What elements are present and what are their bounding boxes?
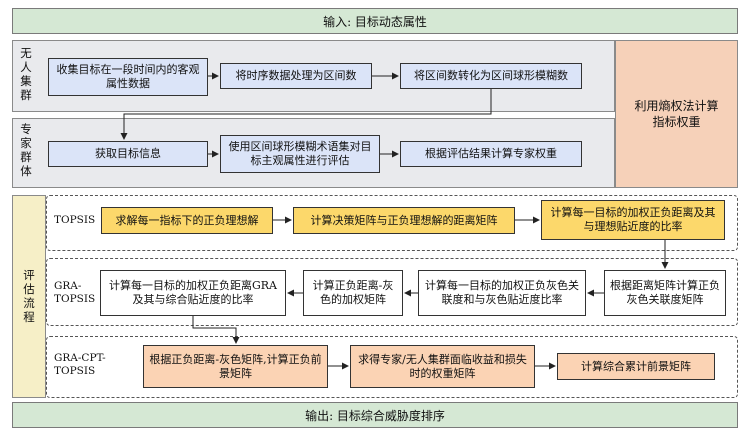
node-text: 计算每一目标的加权正负距离及其与理想贴近度的比率 (550, 206, 716, 233)
node-text: 根据正负距离-灰色矩阵,计算正负前景矩阵 (149, 352, 322, 380)
gra-cpt-topsis-label: GRA-CPT- TOPSIS (54, 352, 106, 378)
expert-label-char: 专 (20, 122, 32, 136)
label-line: GRA- (54, 280, 82, 292)
node-text: 使用区间球形模糊术语集对目标主观属性进行评估 (228, 140, 372, 167)
prospect-matrix-node: 根据正负距离-灰色矩阵,计算正负前景矩阵 (143, 345, 328, 388)
input-label: 输入: 目标动态属性 (323, 14, 427, 29)
composite-closeness-node: 计算每一目标的加权正负距离GRA及其与综合贴近度的比率 (100, 270, 286, 316)
ideal-solution-node: 求解每一指标下的正负理想解 (101, 207, 273, 234)
eval-process-label: 评 估 流 程 (20, 268, 38, 324)
arrow-gra-to-cpt (192, 316, 240, 344)
arrow-uav-to-expert (120, 89, 492, 140)
entropy-weight-box: 利用熵权法计算指标权重 (615, 40, 738, 188)
expert-label-char: 体 (20, 164, 32, 178)
subjective-assessment-node: 使用区间球形模糊术语集对目标主观属性进行评估 (220, 135, 380, 173)
node-text: 计算每一目标的加权正负距离GRA及其与综合贴近度的比率 (108, 279, 277, 306)
gain-loss-weight-node: 求得专家/无人集群面临收益和损失时的权重矩阵 (350, 345, 535, 388)
get-target-info-node: 获取目标信息 (48, 141, 208, 167)
node-text: 根据距离矩阵计算正负灰色关联度矩阵 (610, 279, 720, 306)
node-text: 求解每一指标下的正负理想解 (115, 213, 259, 227)
uav-label-char: 人 (20, 60, 32, 74)
grey-correlation-matrix-node: 根据距离矩阵计算正负灰色关联度矩阵 (604, 270, 726, 316)
uav-label-char: 集 (20, 74, 32, 88)
weighted-grey-ratio-node: 计算每一目标的加权正负灰色关联度和与灰色贴近度比率 (418, 270, 586, 316)
expert-weight-node: 根据评估结果计算专家权重 (400, 141, 582, 167)
input-band: 输入: 目标动态属性 (12, 8, 738, 34)
expert-label-char: 群 (20, 150, 32, 164)
uav-label-char: 群 (20, 88, 32, 102)
expert-group-label: 专 家 群 体 (17, 122, 35, 178)
node-text: 求得专家/无人集群面临收益和损失时的权重矩阵 (358, 352, 527, 380)
output-label: 输出: 目标综合威胁度排序 (305, 408, 445, 423)
node-text: 计算决策矩阵与正负理想解的距离矩阵 (310, 213, 498, 227)
eval-label-char: 流 (23, 296, 35, 310)
eval-label-char: 评 (23, 268, 35, 282)
node-text: 计算综合累计前景矩阵 (581, 359, 691, 373)
node-text: 将区间数转化为区间球形模糊数 (414, 69, 568, 82)
node-text: 获取目标信息 (95, 147, 161, 160)
uav-label-char: 无 (20, 46, 32, 60)
entropy-text: 利用熵权法计算指标权重 (634, 99, 719, 129)
gra-cpt-topsis-row (46, 336, 738, 398)
node-text: 将时序数据处理为区间数 (235, 69, 357, 82)
interval-to-spherical-fuzzy-node: 将区间数转化为区间球形模糊数 (400, 63, 582, 89)
node-text: 计算每一目标的加权正负灰色关联度和与灰色贴近度比率 (425, 279, 579, 306)
eval-label-char: 程 (23, 310, 35, 324)
node-text: 计算正负距离-灰色的加权矩阵 (312, 279, 394, 306)
label-line: TOPSIS (54, 293, 96, 305)
expert-label-char: 家 (20, 136, 32, 150)
gra-topsis-label: GRA- TOPSIS (54, 280, 95, 306)
distance-grey-weighted-node: 计算正负距离-灰色的加权矩阵 (303, 270, 403, 316)
collect-objective-data-node: 收集目标在一段时间内的客观属性数据 (48, 58, 208, 96)
eval-process-label-box (12, 195, 46, 398)
gra-topsis-row (46, 258, 738, 326)
timeseries-to-interval-node: 将时序数据处理为区间数 (220, 63, 372, 89)
output-band: 输出: 目标综合威胁度排序 (12, 402, 738, 428)
eval-label-char: 估 (23, 282, 35, 296)
uav-swarm-label: 无 人 集 群 (17, 46, 35, 102)
cumulative-prospect-node: 计算综合累计前景矩阵 (557, 353, 715, 380)
label-line: GRA-CPT- (54, 352, 106, 364)
node-text: 根据评估结果计算专家权重 (425, 147, 557, 160)
topsis-label: TOPSIS (54, 214, 96, 226)
node-text: 收集目标在一段时间内的客观属性数据 (56, 63, 200, 90)
topsis-row (46, 195, 738, 251)
weighted-distance-ratio-node: 计算每一目标的加权正负距离及其与理想贴近度的比率 (541, 200, 725, 240)
distance-matrix-node: 计算决策矩阵与正负理想解的距离矩阵 (293, 207, 515, 234)
label-line: TOPSIS (54, 365, 96, 377)
